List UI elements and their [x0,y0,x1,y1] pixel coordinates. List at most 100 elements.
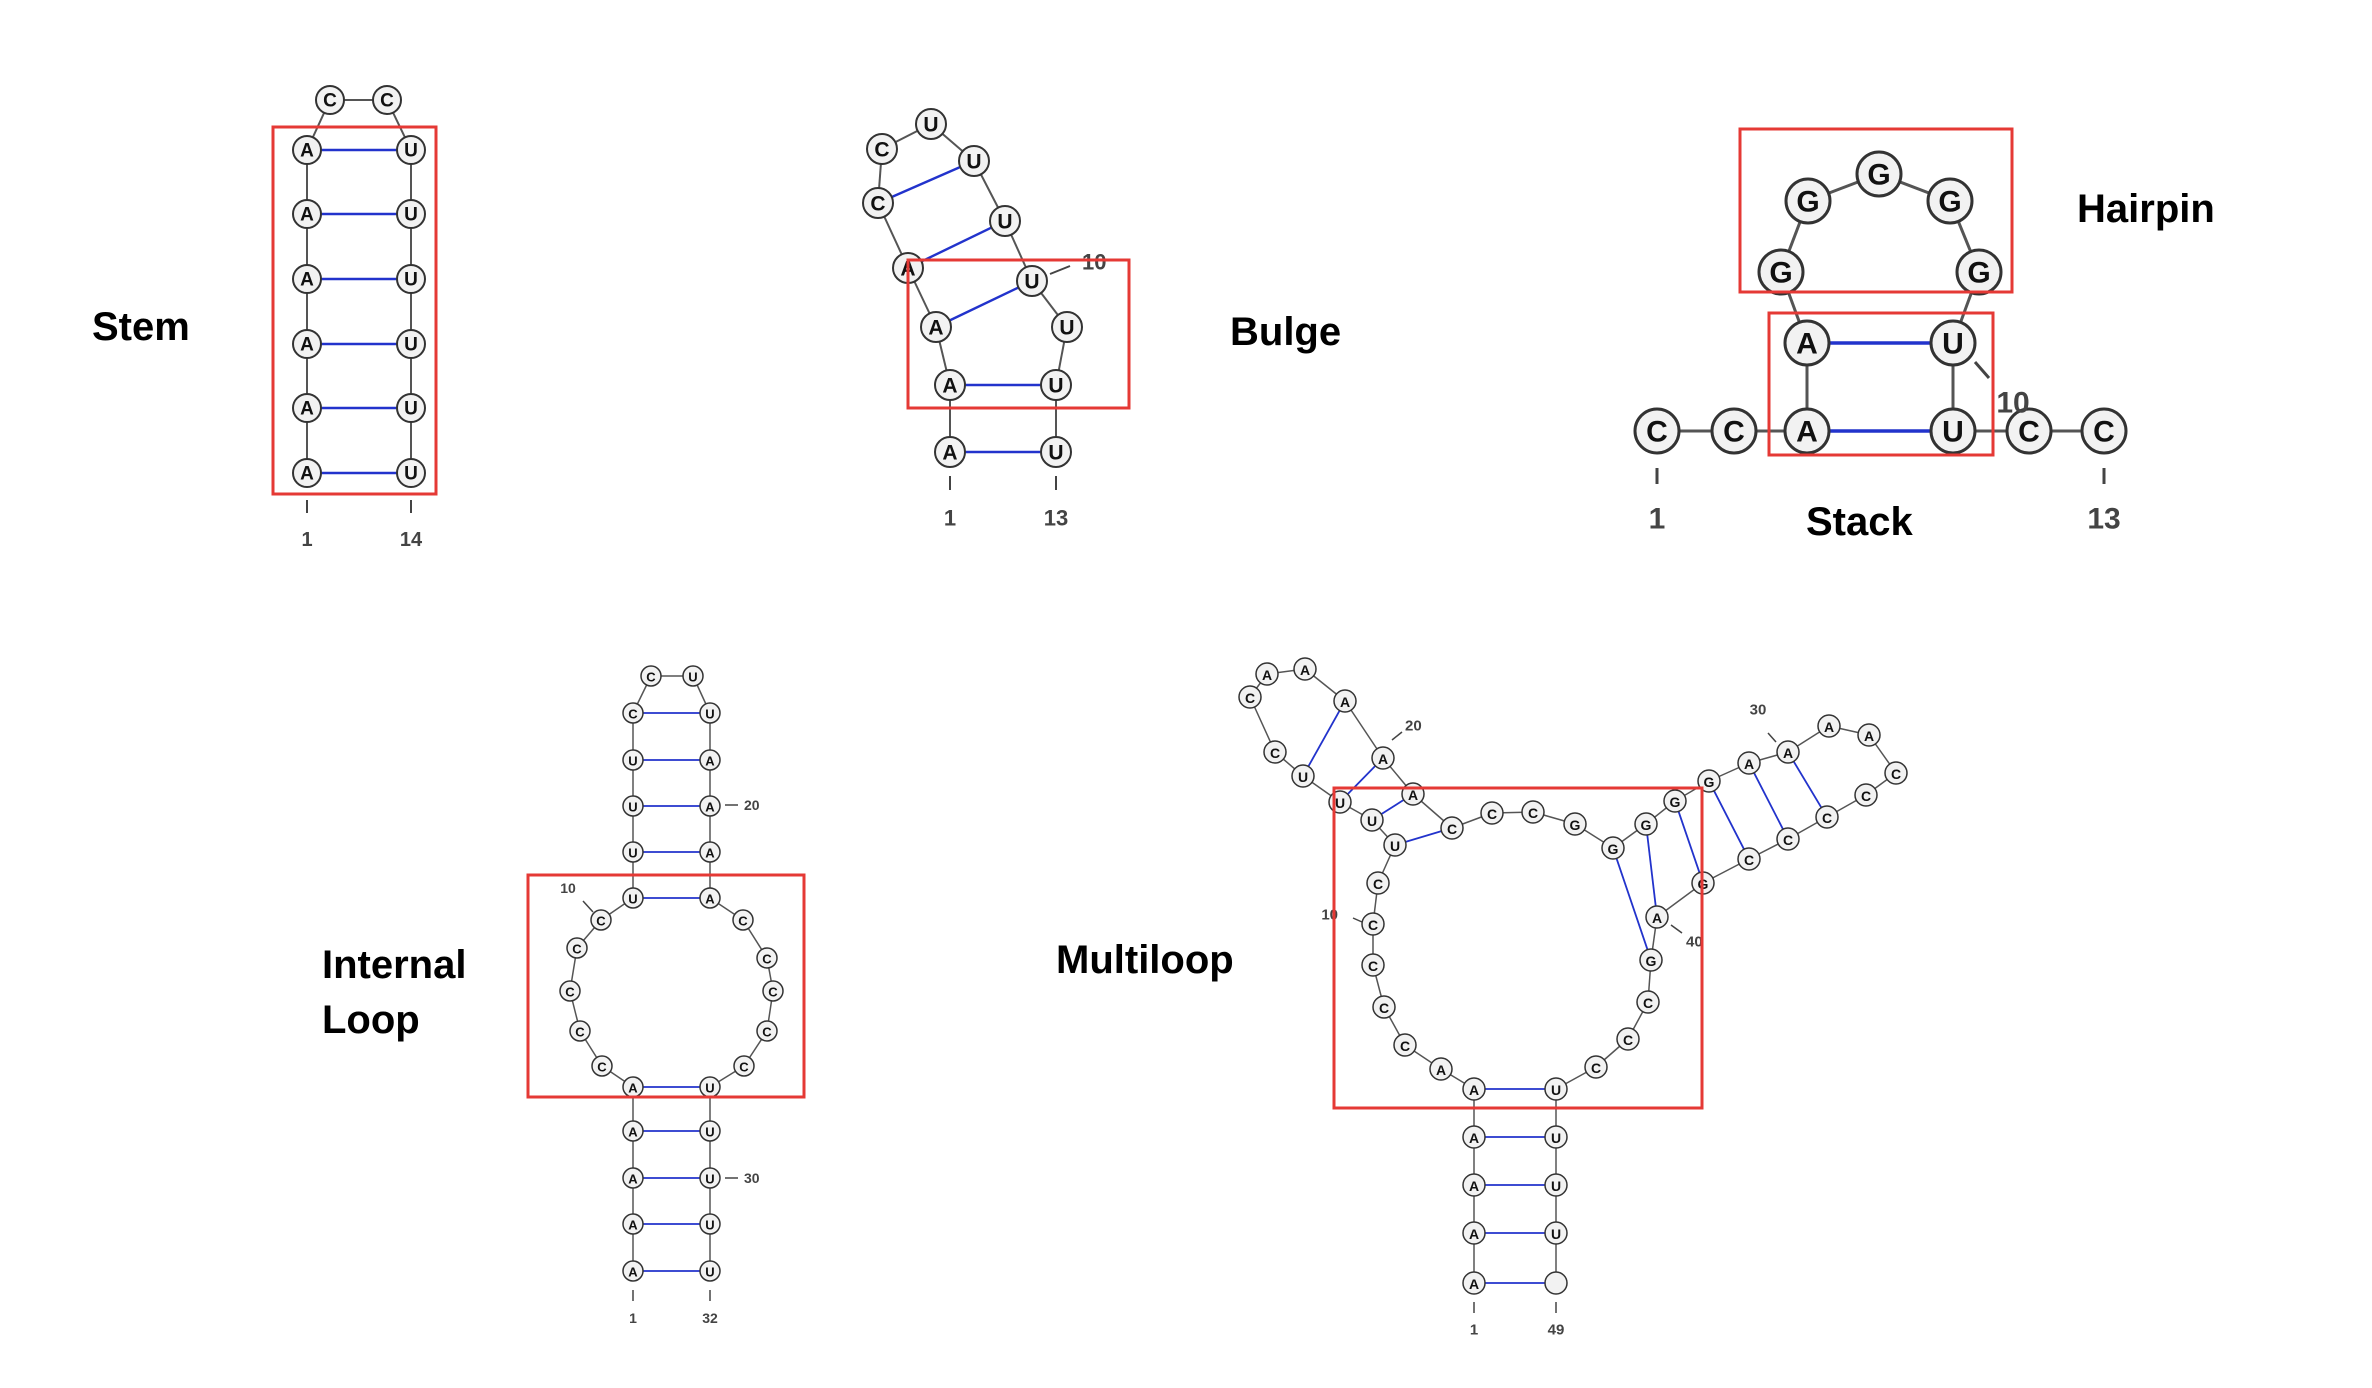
svg-text:A: A [1864,728,1874,744]
hairpin_stack-nucleotide: C [2005,407,2053,455]
svg-text:C: C [1379,1000,1389,1016]
label-hairpin: Hairpin [2077,187,2215,231]
internal_loop-nucleotide: C [762,980,784,1002]
hairpin_stack-index-label: 10 [1996,387,2029,420]
stem-nucleotide: A [292,135,322,165]
multiloop-nucleotide: G [1601,836,1625,860]
internal_loop-nucleotide: A [699,887,721,909]
internal_loop-nucleotide: U [682,665,704,687]
svg-text:U: U [1551,1226,1561,1242]
multiloop-index-tick [1670,924,1683,934]
svg-text:C: C [1487,806,1497,822]
svg-text:U: U [688,670,697,685]
hairpin_stack-nucleotide: G [1955,248,2003,296]
svg-text:C: C [1646,416,1668,449]
multiloop-base-pair [1792,760,1823,809]
svg-text:C: C [575,1025,585,1040]
svg-text:A: A [705,754,715,769]
multiloop-index-label: 49 [1548,1322,1565,1339]
svg-text:C: C [1447,821,1457,837]
internal_loop-index-label: 10 [560,880,576,896]
hairpin_stack-nucleotide: C [1633,407,1681,455]
internal_loop-nucleotide: A [622,1076,644,1098]
svg-text:A: A [1783,745,1793,761]
svg-text:A: A [628,1081,638,1096]
svg-text:C: C [2093,416,2115,449]
svg-text:U: U [404,335,418,356]
multiloop-nucleotide: U [1291,764,1315,788]
svg-text:U: U [1390,838,1400,854]
hairpin_stack-nucleotide: C [2080,407,2128,455]
multiloop-nucleotide: C [1616,1027,1640,1051]
svg-text:U: U [1551,1178,1561,1194]
multiloop-nucleotide: C [1393,1033,1417,1057]
multiloop-nucleotide: U [1360,808,1384,832]
index-tick-layer [306,265,2106,1313]
base-pair-layer [321,148,1931,1284]
svg-text:G: G [1641,817,1652,833]
bulge-nucleotide: U [958,145,990,177]
multiloop-nucleotide: C [1584,1055,1608,1079]
bulge-highlight-box [906,258,1131,410]
hairpin_stack-nucleotide: A [1783,319,1831,367]
internal_loop-nucleotide: A [699,749,721,771]
svg-text:C: C [1270,745,1280,761]
internal_loop-nucleotide: U [699,1120,721,1142]
stem-nucleotide: A [292,199,322,229]
internal_loop-nucleotide: A [699,841,721,863]
svg-text:C: C [762,952,772,967]
svg-text:U: U [705,707,714,722]
svg-text:U: U [1059,317,1074,340]
hairpin_stack-nucleotide: G [1926,177,1974,225]
multiloop-base-pair [1347,765,1376,795]
svg-text:A: A [300,464,314,485]
svg-text:A: A [628,1218,638,1233]
svg-text:C: C [1723,416,1745,449]
svg-text:A: A [942,442,957,465]
hairpin_stack-nucleotide: C [1710,407,1758,455]
multiloop-nucleotide: C [1636,990,1660,1014]
svg-text:A: A [628,1125,638,1140]
multiloop-nucleotide: A [1255,662,1279,686]
stem-nucleotide: A [292,264,322,294]
stem-highlight-box [271,125,438,496]
multiloop-nucleotide: G [1634,812,1658,836]
svg-text:C: C [1643,995,1653,1011]
svg-text:U: U [1551,1082,1561,1098]
multiloop-nucleotide: A [1462,1173,1486,1197]
stem-nucleotide: C [372,85,402,115]
svg-text:U: U [923,114,938,137]
svg-text:A: A [1469,1178,1479,1194]
svg-text:U: U [705,1081,714,1096]
stem-nucleotide: U [396,329,426,359]
internal_loop-nucleotide: U [699,1213,721,1235]
svg-text:U: U [404,464,418,485]
hairpin_stack-nucleotide: G [1757,248,1805,296]
svg-text:A: A [300,270,314,291]
internal_loop-nucleotide: U [622,749,644,771]
multiloop-nucleotide: G [1639,948,1663,972]
bulge-index-tick [1049,265,1071,275]
svg-text:A: A [300,205,314,226]
internal_loop-nucleotide: U [699,702,721,724]
multiloop-nucleotide: C [1815,805,1839,829]
internal_loop-nucleotide: C [590,909,612,931]
svg-text:G: G [1867,159,1890,192]
multiloop-index-label: 30 [1750,702,1767,719]
bulge-index-label: 1 [944,506,956,531]
svg-text:U: U [404,399,418,420]
svg-text:U: U [705,1172,714,1187]
svg-text:C: C [738,914,748,929]
multiloop-nucleotide: U [1383,833,1407,857]
svg-text:C: C [1368,917,1378,933]
bulge-index-label: 10 [1082,250,1106,275]
svg-text:A: A [1436,1062,1446,1078]
svg-text:A: A [1796,416,1818,449]
stem-nucleotide: U [396,199,426,229]
multiloop-index-label: 20 [1405,718,1422,735]
svg-text:C: C [1783,832,1793,848]
svg-text:A: A [1340,694,1350,710]
svg-text:A: A [705,846,715,861]
